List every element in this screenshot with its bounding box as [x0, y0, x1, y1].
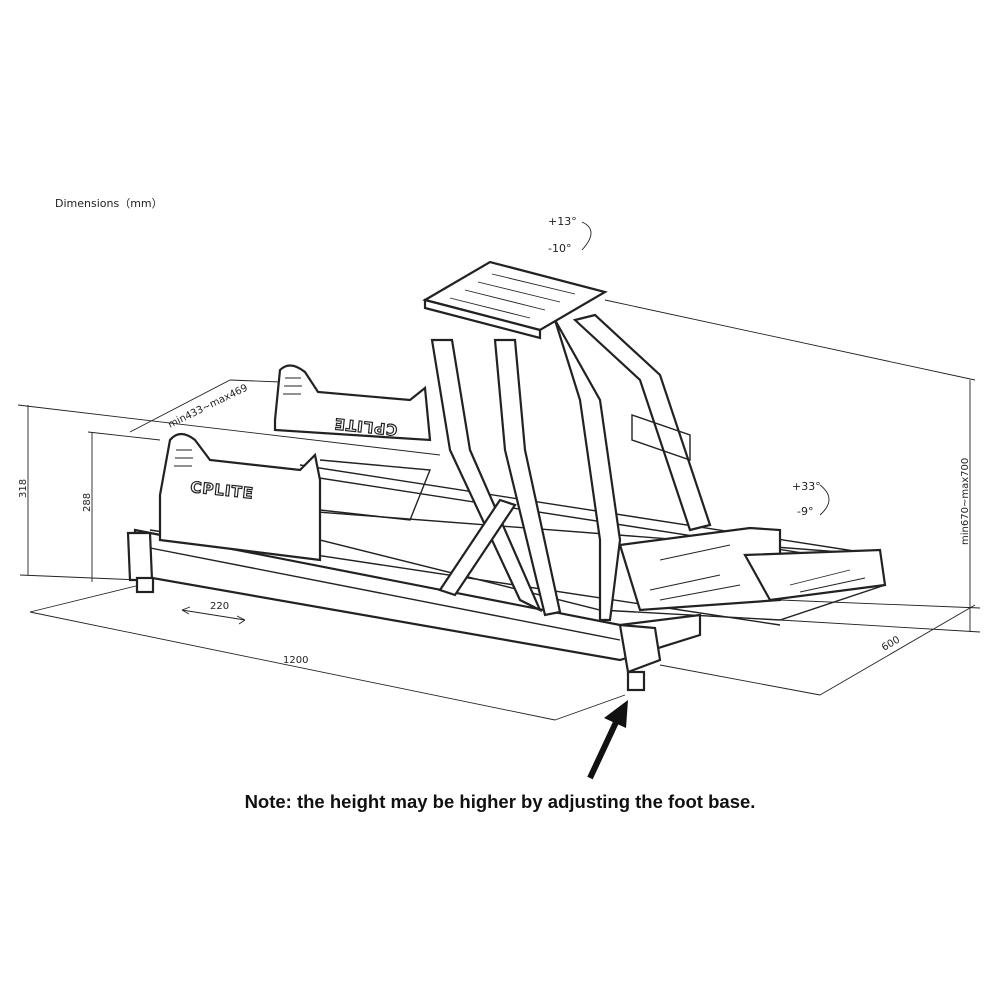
dim-wheel-height: min670~max700 — [960, 458, 971, 545]
foot-base-left — [135, 576, 155, 594]
dim-height-inner: 288 — [82, 493, 93, 512]
arrow-icon — [587, 700, 628, 780]
foot-base-front — [626, 670, 646, 692]
base-frame — [126, 464, 887, 692]
dimensions-title: Dimensions（mm） — [55, 197, 163, 210]
seat-bracket-rear: CPLITE — [273, 364, 432, 442]
note-text: Note: the height may be higher by adjust… — [244, 791, 756, 812]
wheel-stand — [422, 260, 712, 622]
angle-wheel-up: +13° — [548, 215, 577, 228]
seat-slider-bar — [319, 459, 431, 521]
angle-pedal-up: +33° — [792, 480, 821, 493]
seat-bracket-front: CPLITE — [158, 432, 322, 562]
dim-length: 1200 — [283, 655, 308, 666]
angle-pedal-down: -9° — [797, 505, 813, 518]
dim-seat-slide: 220 — [210, 601, 229, 612]
dim-width: 600 — [880, 635, 902, 654]
dimension-lines — [17, 221, 981, 721]
angle-wheel-down: -10° — [548, 242, 571, 255]
dim-height-outer: 318 — [18, 479, 29, 498]
